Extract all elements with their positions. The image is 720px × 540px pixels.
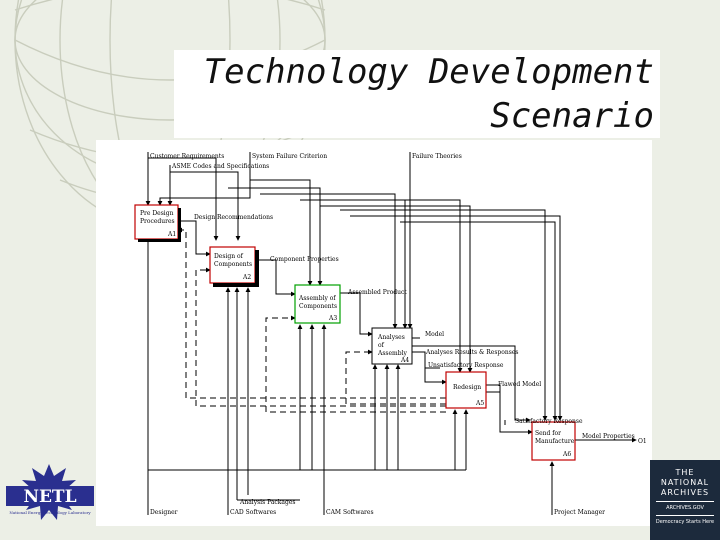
slide-title-line2: Scenario bbox=[204, 94, 654, 138]
label-system-failure-criterion: System Failure Criterion bbox=[252, 153, 327, 160]
label-output-o1: O1 bbox=[638, 438, 647, 445]
label-cam-softwares: CAM Softwares bbox=[326, 509, 374, 516]
label-design-recommendations: Design Recommendations bbox=[194, 214, 273, 221]
label-failure-theories: Failure Theories bbox=[412, 153, 462, 160]
a1-id: A1 bbox=[167, 231, 176, 238]
label-satisfactory-response: Satisfactory Response bbox=[515, 418, 583, 425]
archives-line2: NATIONAL bbox=[650, 478, 720, 488]
archives-line3: ARCHIVES bbox=[650, 488, 720, 498]
a5-label-line1: Redesign bbox=[453, 384, 481, 391]
label-unsatisfactory-response: Unsatisfactory Response bbox=[428, 362, 504, 369]
netl-logo-text: NETL bbox=[23, 487, 76, 507]
label-component-properties: Component Properties bbox=[270, 256, 339, 263]
a4-label-line1: Analyses bbox=[377, 334, 405, 341]
a6-label-line1: Send for bbox=[535, 430, 561, 437]
slide-title: Technology Development Scenario bbox=[174, 50, 660, 138]
a2-id: A2 bbox=[242, 274, 251, 281]
label-analyses-results: Analyses Results & Responses bbox=[425, 349, 518, 356]
label-customer-requirements: Customer Requirements bbox=[150, 153, 224, 160]
idef0-diagram-svg: Pre Design Procedures A1 Design of Compo… bbox=[96, 140, 652, 526]
a6-label-line2: Manufacture bbox=[535, 438, 575, 445]
a4-label-line2: of bbox=[378, 342, 385, 349]
archives-line4: ARCHIVES.GOV bbox=[650, 505, 720, 512]
a4-label-line3: Assembly bbox=[377, 350, 407, 357]
label-assembled-product: Assembled Product bbox=[347, 289, 407, 296]
slide-title-line1: Technology Development bbox=[204, 50, 654, 94]
label-model: Model bbox=[425, 331, 444, 338]
netl-logo-tagline: National Energy Technology Laboratory bbox=[9, 510, 91, 515]
label-cad-softwares: CAD Softwares bbox=[230, 509, 276, 516]
label-analysis-packages: Analysis Packages bbox=[239, 499, 295, 506]
label-project-manager: Project Manager bbox=[554, 509, 605, 516]
national-archives-logo: THE NATIONAL ARCHIVES ARCHIVES.GOV Democ… bbox=[650, 460, 720, 540]
label-flawed-model: Flawed Model bbox=[498, 381, 541, 388]
label-designer: Designer bbox=[150, 509, 178, 516]
a4-id: A4 bbox=[400, 357, 409, 364]
label-asme-codes: ASME Codes and Specifications bbox=[171, 163, 269, 170]
a1-label-line2: Procedures bbox=[140, 218, 175, 225]
idef0-diagram: Pre Design Procedures A1 Design of Compo… bbox=[96, 140, 652, 526]
a3-id: A3 bbox=[328, 315, 337, 322]
archives-divider bbox=[656, 501, 714, 502]
archives-line1: THE bbox=[650, 468, 720, 478]
a2-label-line1: Design of bbox=[214, 253, 244, 260]
archives-tagline: Democracy Starts Here bbox=[650, 519, 720, 526]
netl-logo: NETL National Energy Technology Laborato… bbox=[2, 462, 96, 528]
a3-label-line1: Assembly of bbox=[298, 295, 336, 302]
a5-id: A5 bbox=[475, 400, 484, 407]
a2-label-line2: Components bbox=[214, 261, 252, 268]
archives-divider-2 bbox=[656, 515, 714, 516]
a3-label-line2: Components bbox=[299, 303, 337, 310]
a6-id: A6 bbox=[562, 451, 571, 458]
a1-label-line1: Pre Design bbox=[140, 210, 174, 217]
label-model-properties: Model Properties bbox=[582, 433, 635, 440]
